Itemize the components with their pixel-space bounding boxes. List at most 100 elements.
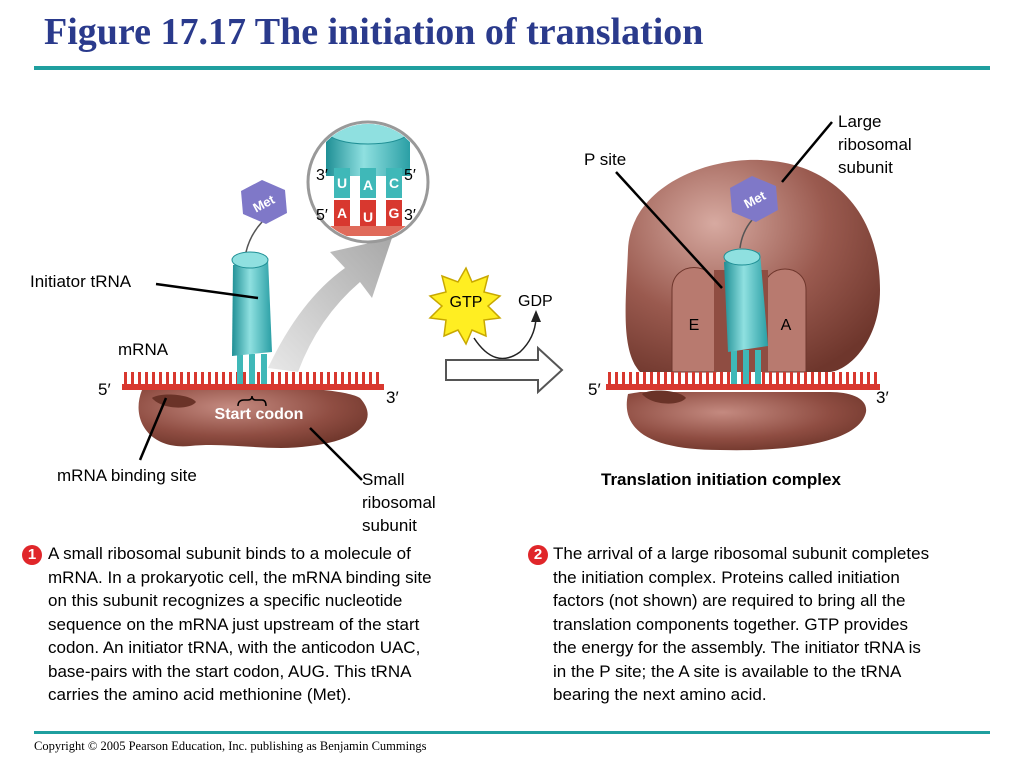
a-site-label: A xyxy=(781,317,792,334)
mrna-base xyxy=(685,372,688,385)
mrna-binding-site-label: mRNA binding site xyxy=(57,466,197,485)
mrna-base xyxy=(159,372,162,385)
mrna-base xyxy=(692,372,695,385)
mrna-base xyxy=(783,372,786,385)
mrna-base xyxy=(299,372,302,385)
mrna-base xyxy=(215,372,218,385)
zoom-3prime-bottom: 3′ xyxy=(404,207,416,224)
mrna-base xyxy=(313,372,316,385)
mrna-base xyxy=(173,372,176,385)
mrna-base xyxy=(790,372,793,385)
zoom-arrow xyxy=(268,238,392,372)
mrna-base xyxy=(811,372,814,385)
gtp-hydrolysis-arrow xyxy=(473,317,537,360)
mrna-base xyxy=(804,372,807,385)
mrna-5prime-left: 5′ xyxy=(98,380,111,399)
mrna-base xyxy=(874,372,877,385)
mrna-base xyxy=(229,372,232,385)
translation-diagram: Met Met U A C A U G 3′ 5′ 5′ 3′ GTP GDP … xyxy=(122,120,880,481)
mrna-base xyxy=(362,372,365,385)
mrna-base xyxy=(194,372,197,385)
codon-base-2: U xyxy=(363,209,373,225)
mrna-3prime-left: 3′ xyxy=(386,388,399,407)
mrna-base xyxy=(131,372,134,385)
mrna-base xyxy=(762,372,765,385)
mrna-base xyxy=(608,372,611,385)
step-1-text: A small ribosomal subunit binds to a mol… xyxy=(48,544,432,704)
mrna-base xyxy=(671,372,674,385)
mrna-base xyxy=(327,372,330,385)
codon-base-1: A xyxy=(337,205,347,221)
mrna-bases-right xyxy=(608,372,877,385)
mrna-base xyxy=(201,372,204,385)
met-hexagon-right xyxy=(730,176,778,222)
large-subunit-label: Large ribosomal subunit xyxy=(838,112,912,177)
mrna-base xyxy=(867,372,870,385)
mrna-base xyxy=(713,372,716,385)
initiator-trna-body-left xyxy=(232,258,272,356)
mrna-base xyxy=(664,372,667,385)
mrna-base xyxy=(706,372,709,385)
mrna-base xyxy=(271,372,274,385)
e-site-label: E xyxy=(689,317,700,334)
mrna-base xyxy=(306,372,309,385)
small-ribosomal-subunit-left xyxy=(138,385,368,448)
mrna-base xyxy=(355,372,358,385)
mrna-base xyxy=(818,372,821,385)
anticodon-base-1: U xyxy=(337,175,347,191)
mrna-base xyxy=(145,372,148,385)
step-2-badge: 2 xyxy=(528,545,548,565)
mrna-base xyxy=(180,372,183,385)
mrna-3prime-right: 3′ xyxy=(876,388,889,407)
mrna-base xyxy=(853,372,856,385)
mrna-base xyxy=(320,372,323,385)
zoom-3prime-top: 3′ xyxy=(316,167,328,184)
mrna-base xyxy=(124,372,127,385)
mrna-base xyxy=(832,372,835,385)
mrna-base xyxy=(769,372,772,385)
mrna-base xyxy=(208,372,211,385)
mrna-base xyxy=(257,372,260,385)
mrna-strand-right xyxy=(606,384,880,390)
anticodon-base-2: A xyxy=(363,177,373,193)
mrna-base xyxy=(748,372,751,385)
mrna-base xyxy=(292,372,295,385)
zoom-5prime-bottom: 5′ xyxy=(316,207,328,224)
gdp-label: GDP xyxy=(518,293,553,310)
mrna-base xyxy=(846,372,849,385)
step-1-badge: 1 xyxy=(22,545,42,565)
mrna-base xyxy=(138,372,141,385)
codon-base-3: G xyxy=(389,205,400,221)
mrna-base xyxy=(657,372,660,385)
anticodon-base-3: C xyxy=(389,175,399,191)
mrna-base xyxy=(369,372,372,385)
mrna-base xyxy=(629,372,632,385)
mrna-base xyxy=(650,372,653,385)
start-codon-label: Start codon xyxy=(215,406,304,423)
mrna-base xyxy=(720,372,723,385)
mrna-base xyxy=(187,372,190,385)
mrna-base xyxy=(285,372,288,385)
mrna-label: mRNA xyxy=(118,340,169,359)
mrna-base xyxy=(860,372,863,385)
transition-arrow xyxy=(445,345,564,395)
met-hexagon-left xyxy=(241,180,287,224)
mrna-base xyxy=(243,372,246,385)
mrna-base xyxy=(348,372,351,385)
mrna-base xyxy=(797,372,800,385)
mrna-base xyxy=(727,372,730,385)
mrna-base xyxy=(341,372,344,385)
gtp-starburst xyxy=(428,266,502,346)
initiator-trna-body-right xyxy=(724,252,768,352)
mrna-base xyxy=(615,372,618,385)
mrna-base xyxy=(222,372,225,385)
complex-caption: Translation initiation complex xyxy=(601,470,841,489)
mrna-base xyxy=(699,372,702,385)
mrna-strand-left xyxy=(122,384,384,390)
p-site-label: P site xyxy=(584,150,627,169)
mrna-base xyxy=(166,372,169,385)
title-divider xyxy=(34,66,990,70)
mrna-base xyxy=(825,372,828,385)
initiator-trna-label: Initiator tRNA xyxy=(30,272,132,291)
mrna-base xyxy=(776,372,779,385)
